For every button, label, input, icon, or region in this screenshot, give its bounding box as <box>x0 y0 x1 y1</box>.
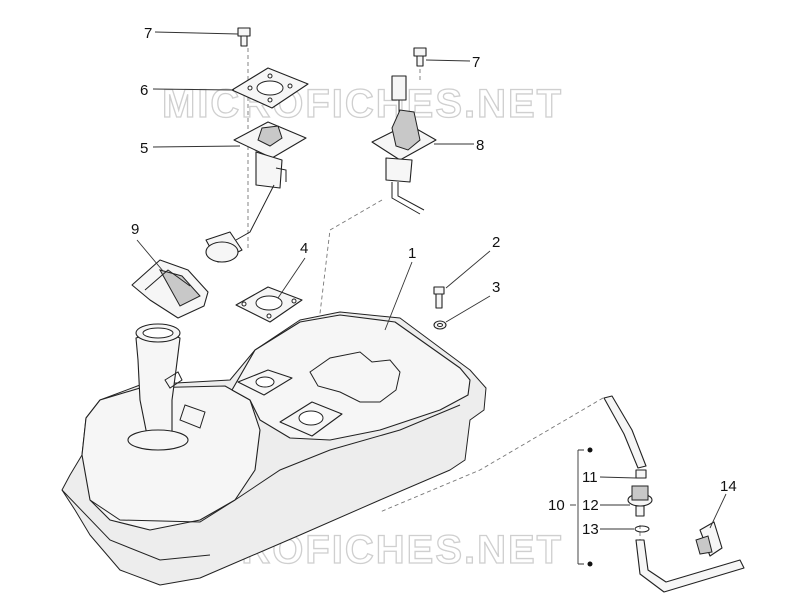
clamp-part-13 <box>634 525 650 533</box>
bracket-part-9 <box>131 259 209 319</box>
fuel-tank <box>61 311 487 586</box>
bolt-part-2 <box>433 286 445 309</box>
breather-hose-part-11 <box>603 395 647 469</box>
hose-holder-part-14 <box>695 521 723 557</box>
screw-part-7-right <box>413 47 427 67</box>
callout-5: 5 <box>140 140 148 157</box>
leader-lines <box>136 31 727 565</box>
callout-8: 8 <box>476 137 484 154</box>
washer-part-3 <box>433 320 447 330</box>
bracket-dots <box>587 447 593 567</box>
callout-7-top-right: 7 <box>472 54 480 71</box>
drain-hose <box>635 539 745 593</box>
check-valve-part-12 <box>627 485 653 517</box>
callout-11: 11 <box>582 469 598 486</box>
callout-13: 13 <box>582 521 599 538</box>
watermark-top: MICROFICHES.NET <box>162 82 563 126</box>
callout-12: 12 <box>582 497 599 514</box>
callout-10: 10 <box>548 497 565 514</box>
callout-1: 1 <box>408 245 416 262</box>
gasket-part-4 <box>235 286 303 323</box>
callout-2: 2 <box>492 234 500 251</box>
callout-9: 9 <box>131 221 139 238</box>
callout-14: 14 <box>720 478 737 495</box>
callout-6: 6 <box>140 82 148 99</box>
flange-part-6 <box>231 67 309 109</box>
hose-clip-part-11 <box>635 469 647 479</box>
callout-3: 3 <box>492 279 500 296</box>
callout-4: 4 <box>300 240 308 257</box>
screw-part-7-left <box>237 27 251 47</box>
fuel-pump-part-8 <box>371 75 437 215</box>
callout-7-top-left: 7 <box>144 25 152 42</box>
fuel-level-sender-part-5 <box>205 121 307 263</box>
